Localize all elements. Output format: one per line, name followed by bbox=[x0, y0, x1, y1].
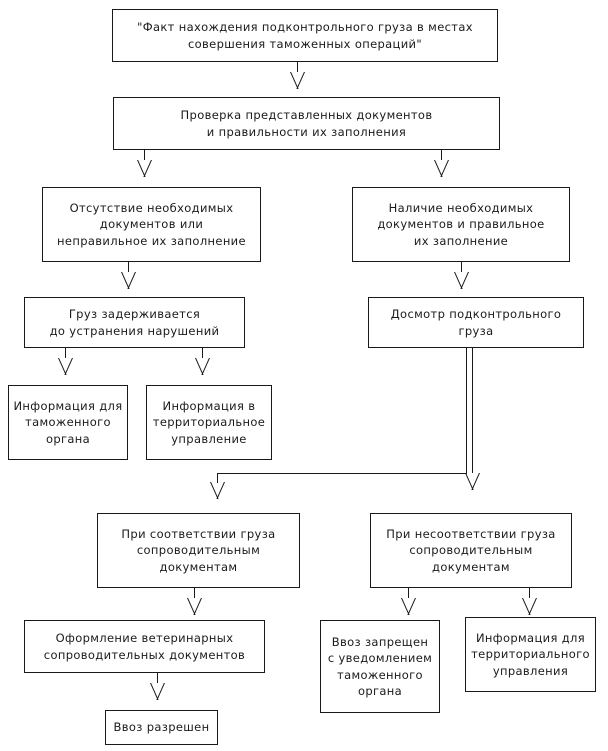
connector-branch-horizontal bbox=[217, 473, 467, 474]
connector-inspection-drop-left bbox=[466, 348, 467, 473]
arrow-absent-to-detained bbox=[118, 262, 138, 290]
arrow-branch-to-mismatch bbox=[462, 473, 482, 491]
node-info-territorial-2: Информация для территориального управлен… bbox=[465, 617, 596, 692]
node-info-customs: Информация для таможенного органа bbox=[8, 385, 128, 460]
arrow-check-to-present bbox=[431, 150, 451, 178]
arrow-present-to-inspection bbox=[451, 262, 471, 290]
connector-inspection-drop-right bbox=[472, 348, 473, 473]
node-vet-docs: Оформление ветеринарных сопроводительных… bbox=[24, 620, 265, 673]
arrow-fact-to-check bbox=[287, 62, 307, 90]
node-fact: "Факт нахождения подконтрольного груза в… bbox=[112, 9, 498, 62]
arrow-check-to-absent bbox=[134, 150, 154, 178]
node-import-allowed: Ввоз разрешен bbox=[105, 710, 218, 745]
arrow-branch-to-match bbox=[207, 482, 227, 500]
node-docs-absent: Отсутствие необходимых документов или не… bbox=[42, 187, 261, 262]
node-cargo-detained: Груз задерживается до устранения нарушен… bbox=[24, 297, 245, 348]
node-check-docs: Проверка представленных документов и пра… bbox=[113, 97, 500, 150]
arrow-mismatch-to-info-terr bbox=[519, 588, 539, 616]
node-inspection: Досмотр подконтрольного груза bbox=[368, 297, 584, 348]
arrow-mismatch-to-banned bbox=[398, 588, 418, 616]
arrow-detained-to-info-customs bbox=[55, 348, 75, 376]
node-import-banned: Ввоз запрещен с уведомлением таможенного… bbox=[320, 620, 440, 713]
arrow-vetdocs-to-allowed bbox=[147, 673, 167, 701]
arrow-match-to-vetdocs bbox=[184, 588, 204, 616]
node-cargo-mismatch: При несоответствии груза сопроводительны… bbox=[370, 513, 572, 588]
arrow-detained-to-info-terr bbox=[192, 348, 212, 376]
node-info-territorial: Информация в территориальное управление bbox=[146, 385, 272, 460]
node-docs-present: Наличие необходимых документов и правиль… bbox=[352, 187, 570, 262]
connector-branch-left-down bbox=[217, 473, 218, 483]
node-cargo-match: При соответствии груза сопроводительным … bbox=[97, 513, 300, 588]
